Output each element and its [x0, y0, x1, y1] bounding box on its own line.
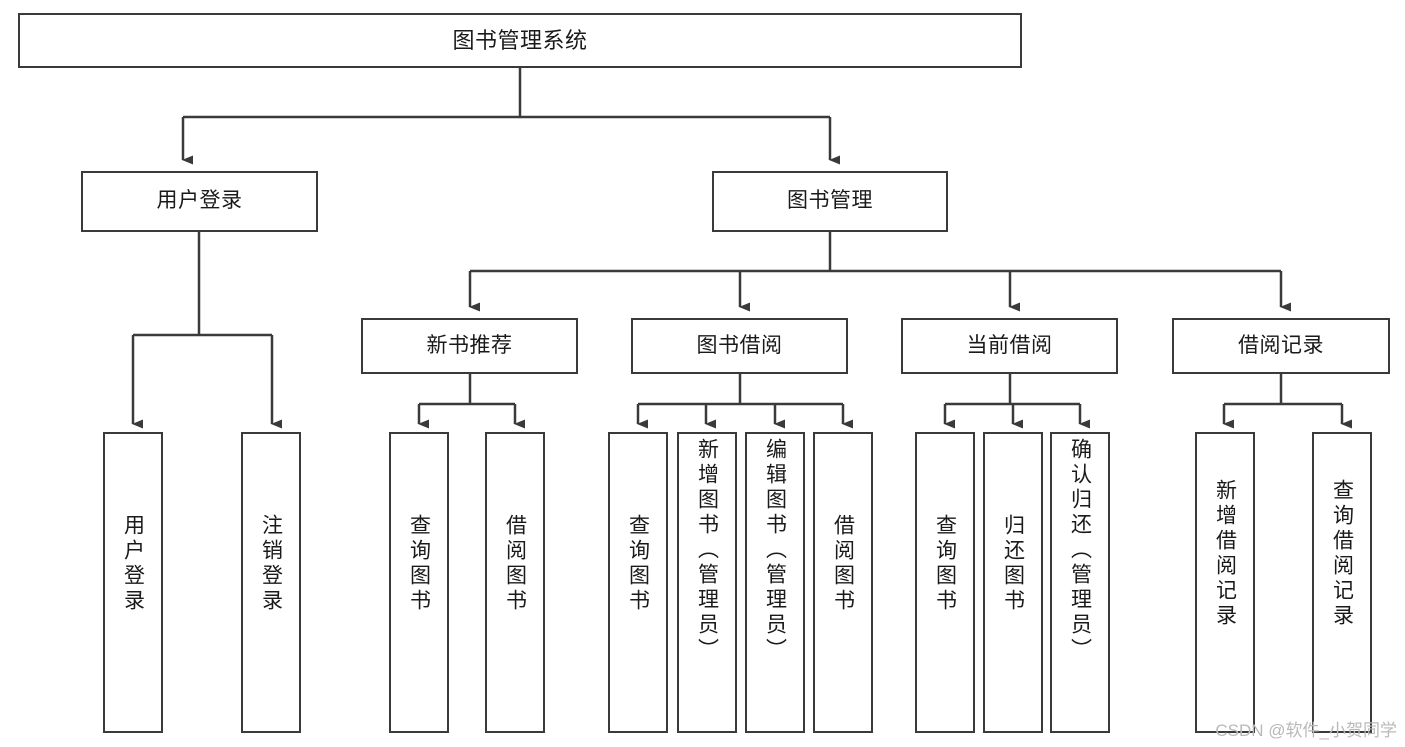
leaf-book-borrow-query[interactable]: 查询图书 [608, 432, 668, 733]
leaf-borrow-record-query[interactable]: 查询借阅记录 [1312, 432, 1372, 733]
node-label: 用户登录 [156, 189, 243, 213]
node-label: 查询图书 [933, 514, 957, 614]
node-label: 注销登录 [259, 514, 283, 614]
node-label: 新增借阅记录 [1213, 479, 1237, 629]
node-label: 新增图书（管理员） [695, 438, 719, 663]
node-label: 归还图书 [1001, 514, 1025, 614]
leaf-user-login-logout[interactable]: 注销登录 [241, 432, 301, 733]
leaf-book-borrow-add[interactable]: 新增图书（管理员） [677, 432, 737, 733]
node-label: 借阅记录 [1238, 333, 1324, 357]
csdn-watermark: CSDN @软件_小贺同学 [1215, 721, 1397, 740]
node-user-login[interactable]: 用户登录 [81, 171, 318, 232]
node-label: 当前借阅 [966, 333, 1053, 357]
node-borrow-record[interactable]: 借阅记录 [1172, 318, 1390, 374]
node-label: 确认归还（管理员） [1068, 438, 1092, 663]
node-book-management[interactable]: 图书管理 [712, 171, 948, 232]
node-root-system[interactable]: 图书管理系统 [18, 13, 1022, 68]
node-label: 借阅图书 [503, 514, 527, 614]
leaf-current-borrow-confirm-return[interactable]: 确认归还（管理员） [1050, 432, 1110, 733]
node-label: 查询借阅记录 [1330, 479, 1354, 629]
leaf-current-borrow-return[interactable]: 归还图书 [983, 432, 1043, 733]
node-label: 图书管理系统 [452, 27, 588, 53]
leaf-borrow-record-add[interactable]: 新增借阅记录 [1195, 432, 1255, 733]
leaf-user-login-login[interactable]: 用户登录 [103, 432, 163, 733]
node-book-borrow[interactable]: 图书借阅 [631, 318, 848, 374]
node-label: 查询图书 [626, 514, 650, 614]
node-new-book-recommend[interactable]: 新书推荐 [361, 318, 578, 374]
leaf-new-book-borrow[interactable]: 借阅图书 [485, 432, 545, 733]
leaf-book-borrow-borrow[interactable]: 借阅图书 [813, 432, 873, 733]
node-label: 图书管理 [787, 189, 873, 213]
node-label: 编辑图书（管理员） [763, 438, 787, 663]
node-current-borrow[interactable]: 当前借阅 [901, 318, 1118, 374]
leaf-current-borrow-query[interactable]: 查询图书 [915, 432, 975, 733]
node-label: 新书推荐 [426, 333, 513, 357]
node-label: 图书借阅 [696, 333, 783, 357]
leaf-book-borrow-edit[interactable]: 编辑图书（管理员） [745, 432, 805, 733]
node-label: 查询图书 [407, 514, 431, 614]
node-label: 用户登录 [121, 514, 145, 614]
node-label: 借阅图书 [831, 514, 855, 614]
leaf-new-book-query[interactable]: 查询图书 [389, 432, 449, 733]
